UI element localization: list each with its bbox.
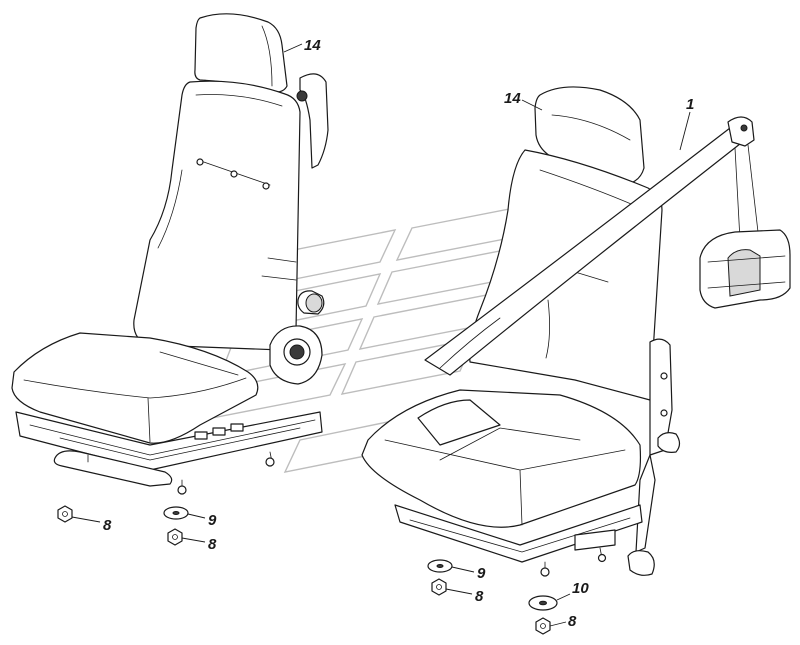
left-seat-base xyxy=(15,411,323,471)
fasteners xyxy=(57,505,558,635)
callout-nut-left-b: 8 xyxy=(208,536,217,553)
nut-left-b xyxy=(167,528,183,546)
callouts: 14 14 1 8 9 8 9 8 10 8 xyxy=(71,37,694,630)
nut-right-b xyxy=(535,617,551,635)
callout-headrest-right: 14 xyxy=(504,90,521,107)
left-seat-cushion xyxy=(11,332,259,444)
nut-right-a xyxy=(431,578,447,596)
callout-headrest-left: 14 xyxy=(304,37,321,54)
left-headrest xyxy=(194,13,288,93)
callout-nut-right-b: 8 xyxy=(568,613,577,630)
right-seat-cushion xyxy=(361,389,642,528)
callout-washer-left: 9 xyxy=(208,512,217,529)
callout-nut-left-a: 8 xyxy=(103,517,112,534)
right-seat xyxy=(361,86,791,577)
left-seat xyxy=(11,13,329,495)
nut-left-a xyxy=(57,505,73,523)
right-recline-knob xyxy=(657,432,681,453)
callout-nut-right-a: 8 xyxy=(475,588,484,605)
callout-washer-right-large: 10 xyxy=(572,580,589,597)
callout-washer-right: 9 xyxy=(477,565,486,582)
callout-seat-belt: 1 xyxy=(686,96,694,113)
left-backrest xyxy=(133,80,301,351)
